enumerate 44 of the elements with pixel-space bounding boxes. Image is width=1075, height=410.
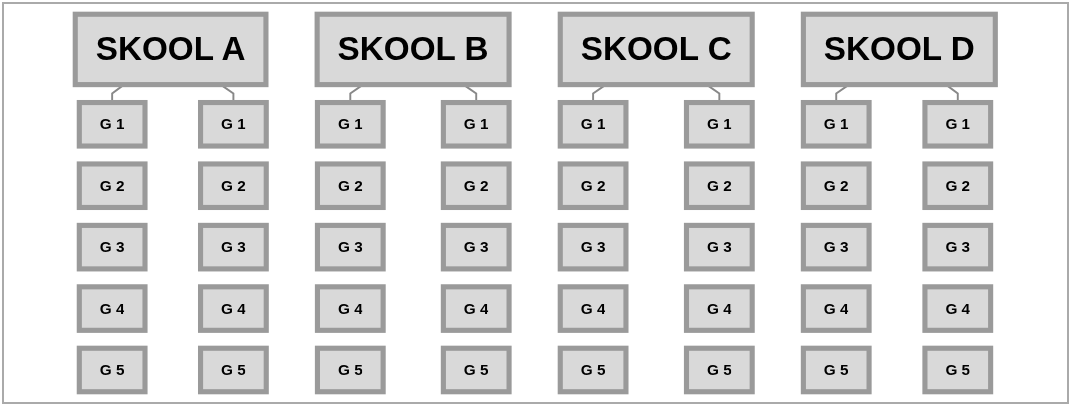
- node-box: G 3: [441, 222, 512, 272]
- node-box: G 3: [198, 222, 270, 272]
- node-box: G 5: [76, 345, 148, 395]
- node-box: SKOOL D: [801, 11, 999, 88]
- node-box: G 5: [441, 345, 512, 395]
- node-box: G 2: [922, 161, 994, 211]
- node-box: G 1: [557, 100, 629, 149]
- node-box: G 3: [684, 222, 755, 272]
- node-box: G 3: [557, 222, 629, 272]
- node-box: G 4: [76, 284, 148, 333]
- node-box: G 3: [922, 222, 994, 272]
- node-box: G 2: [801, 161, 872, 211]
- node-box: G 2: [684, 161, 755, 211]
- node-box: G 1: [922, 100, 994, 149]
- node-box: G 4: [557, 284, 629, 333]
- node-box: G 3: [315, 222, 386, 272]
- node-box: G 5: [557, 345, 629, 395]
- node-box: G 4: [684, 284, 755, 333]
- node-box: G 5: [684, 345, 755, 395]
- node-box: G 1: [76, 100, 148, 149]
- node-box: G 5: [922, 345, 994, 395]
- node-box: G 2: [557, 161, 629, 211]
- node-box: G 2: [315, 161, 386, 211]
- node-box: SKOOL B: [314, 11, 512, 88]
- node-box: G 1: [801, 100, 872, 149]
- node-box: G 4: [922, 284, 994, 333]
- node-box: G 4: [198, 284, 270, 333]
- node-box: G 2: [441, 161, 512, 211]
- node-box: G 3: [801, 222, 872, 272]
- node-box: G 2: [198, 161, 270, 211]
- node-box: G 1: [198, 100, 270, 149]
- node-box: G 1: [315, 100, 386, 149]
- node-box: G 4: [441, 284, 512, 333]
- node-box: G 5: [801, 345, 872, 395]
- node-box: G 5: [198, 345, 270, 395]
- node-box: G 4: [315, 284, 386, 333]
- node-box: G 4: [801, 284, 872, 333]
- node-box: SKOOL A: [72, 11, 269, 88]
- node-box: G 1: [441, 100, 512, 149]
- node-box: G 3: [76, 222, 148, 272]
- node-box: G 1: [684, 100, 755, 149]
- node-box: G 5: [315, 345, 386, 395]
- node-box: G 2: [76, 161, 148, 211]
- node-box: SKOOL C: [557, 11, 755, 88]
